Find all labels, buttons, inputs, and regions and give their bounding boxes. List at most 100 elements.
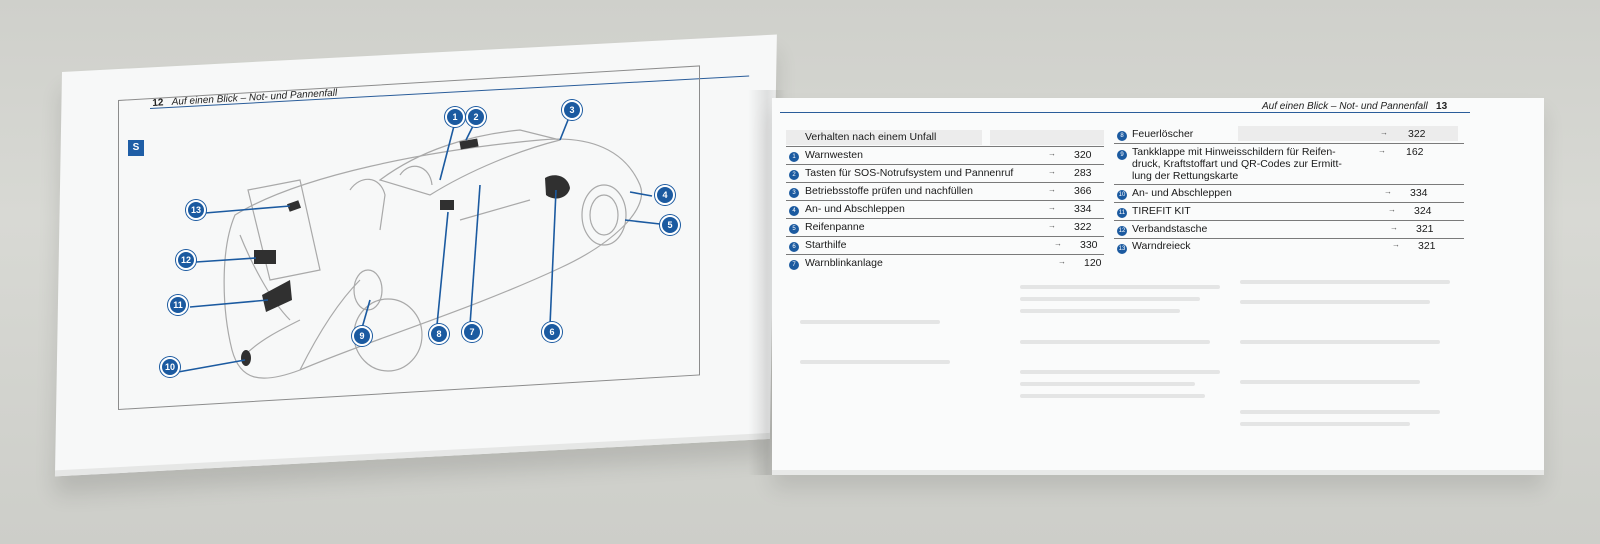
page-ref: 120 xyxy=(1084,257,1102,269)
ghost-line xyxy=(1020,382,1195,386)
callout-3: 3 xyxy=(562,100,582,120)
callout-8: 8 xyxy=(429,324,449,344)
ghost-line xyxy=(1240,380,1420,384)
arrow-icon: → xyxy=(1048,167,1056,176)
row-rule xyxy=(786,236,1104,237)
page-ref: 320 xyxy=(1074,149,1092,161)
list-item-bullet: 1 xyxy=(789,152,799,162)
row-rule xyxy=(1114,143,1464,144)
callout-2: 2 xyxy=(466,107,486,127)
arrow-icon: → xyxy=(1058,257,1066,266)
right-running-head-text: Auf einen Blick – Not- und Pannenfall xyxy=(1262,101,1428,112)
arrow-icon: → xyxy=(1380,128,1388,137)
page-ref: 322 xyxy=(1074,221,1092,233)
page-ref: 283 xyxy=(1074,167,1092,179)
right-page-number: 13 xyxy=(1436,101,1448,112)
list-item: Warnblinkanlage xyxy=(805,257,883,269)
shade-cell xyxy=(1238,126,1458,141)
ghost-line xyxy=(800,360,950,364)
list-item: Tasten für SOS-Notrufsystem und Pannenru… xyxy=(805,167,1014,179)
list-item-bullet: 12 xyxy=(1117,226,1127,236)
callout-1: 1 xyxy=(445,107,465,127)
ghost-line xyxy=(1020,394,1205,398)
page-ref: 334 xyxy=(1074,203,1092,215)
list-item: Warndreieck xyxy=(1132,240,1191,252)
callout-7: 7 xyxy=(462,322,482,342)
list-item: Warnwesten xyxy=(805,149,863,161)
row-rule xyxy=(1114,184,1464,185)
callout-5: 5 xyxy=(660,215,680,235)
page-ref: 330 xyxy=(1080,239,1098,251)
list-item: Starthilfe xyxy=(805,239,847,251)
arrow-icon: → xyxy=(1390,223,1398,232)
table-heading: Verhalten nach einem Unfall xyxy=(805,131,937,143)
page-ref: 162 xyxy=(1406,146,1424,158)
list-item-bullet: 8 xyxy=(1117,131,1127,141)
arrow-icon: → xyxy=(1384,187,1392,196)
arrow-icon: → xyxy=(1048,185,1056,194)
arrow-icon: → xyxy=(1048,203,1056,212)
arrow-icon: → xyxy=(1388,205,1396,214)
page-ref: 324 xyxy=(1414,205,1432,217)
list-item-bullet: 4 xyxy=(789,206,799,216)
right-header-rule xyxy=(780,112,1470,113)
list-item-bullet: 6 xyxy=(789,242,799,252)
row-rule xyxy=(1114,220,1464,221)
list-item-bullet: 7 xyxy=(789,260,799,270)
callout-12: 12 xyxy=(176,250,196,270)
list-item: TIREFIT KIT xyxy=(1132,205,1191,217)
arrow-icon: → xyxy=(1048,149,1056,158)
callout-11: 11 xyxy=(168,295,188,315)
list-item: An- und Abschleppen xyxy=(805,203,905,215)
table-heading-shade xyxy=(786,130,982,145)
ghost-line xyxy=(1240,300,1430,304)
list-item: Reifenpanne xyxy=(805,221,865,233)
list-item-bullet: 3 xyxy=(789,188,799,198)
callout-4: 4 xyxy=(655,185,675,205)
list-item-continued: lung der Rettungskarte xyxy=(1132,170,1239,182)
ghost-line xyxy=(800,320,940,324)
row-rule xyxy=(786,218,1104,219)
row-rule xyxy=(786,200,1104,201)
arrow-icon: → xyxy=(1048,221,1056,230)
list-item-bullet: 10 xyxy=(1117,190,1127,200)
row-rule xyxy=(786,182,1104,183)
list-item-continued: druck, Kraftstoffart und QR-Codes zur Er… xyxy=(1132,158,1342,170)
list-item-bullet: 5 xyxy=(789,224,799,234)
callout-9: 9 xyxy=(352,326,372,346)
ghost-line xyxy=(1020,285,1220,289)
arrow-icon: → xyxy=(1378,146,1386,155)
right-running-head: Auf einen Blick – Not- und Pannenfall 13 xyxy=(1262,101,1447,112)
list-item: Feuerlöscher xyxy=(1132,128,1194,140)
ghost-line xyxy=(1020,370,1220,374)
row-rule xyxy=(786,254,1104,255)
shade-cell xyxy=(990,130,1104,145)
list-item: Verbandstasche xyxy=(1132,223,1208,235)
list-item: An- und Abschleppen xyxy=(1132,187,1232,199)
page-ref: 321 xyxy=(1418,240,1436,252)
arrow-icon: → xyxy=(1392,240,1400,249)
list-item-bullet: 9 xyxy=(1117,150,1127,160)
table-heading-rule xyxy=(786,146,1104,147)
list-item: Betriebsstoffe prüfen und nachfüllen xyxy=(805,185,973,197)
arrow-icon: → xyxy=(1054,239,1062,248)
list-item: Tankklappe mit Hinweisschildern für Reif… xyxy=(1132,146,1336,158)
row-rule xyxy=(786,164,1104,165)
list-item-bullet: 2 xyxy=(789,170,799,180)
ghost-line xyxy=(1240,422,1410,426)
list-item-bullet: 13 xyxy=(1117,244,1127,254)
row-rule xyxy=(1114,202,1464,203)
ghost-line xyxy=(1020,309,1180,313)
ghost-line xyxy=(1020,297,1200,301)
callout-6: 6 xyxy=(542,322,562,342)
row-rule xyxy=(1114,238,1464,239)
page-ref: 321 xyxy=(1416,223,1434,235)
callout-10: 10 xyxy=(160,357,180,377)
page-ref: 322 xyxy=(1408,128,1426,140)
section-tab-marker: S xyxy=(128,140,144,156)
ghost-line xyxy=(1020,340,1210,344)
ghost-line xyxy=(1240,340,1440,344)
callout-13: 13 xyxy=(186,200,206,220)
